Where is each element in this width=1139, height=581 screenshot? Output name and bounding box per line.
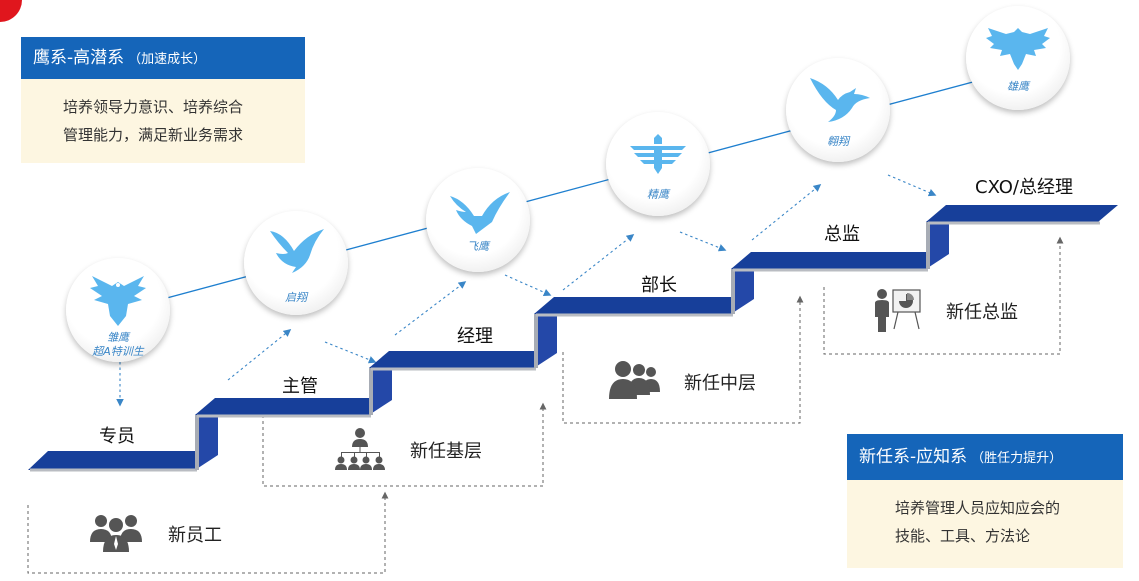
- badge-mighty: 雄鹰: [966, 6, 1070, 110]
- badge-eaglet-sublabel: 超A特训生: [92, 345, 144, 358]
- badge-flying-label: 飞鹰: [467, 240, 489, 253]
- callout-new-manager-subtitle: （胜任力提升）: [971, 451, 1063, 466]
- step-label-specialist: 专员: [99, 426, 135, 447]
- presentation-icon: [875, 289, 921, 332]
- group-label-new-director: 新任总监: [946, 302, 1018, 323]
- callout-eagle-track: 鹰系-高潜系（加速成长） 培养领导力意识、培养综合 管理能力，满足新业务需求: [21, 37, 305, 163]
- stair-step-director: [731, 252, 946, 269]
- badge-elite-label: 精鹰: [647, 188, 669, 201]
- new-employee-group-icon: [90, 515, 142, 552]
- group-label-new-base: 新任基层: [410, 441, 482, 462]
- eagle-emblem-icon: [630, 134, 686, 174]
- badge-soaring: 翱翔: [786, 58, 890, 162]
- eagle-flying-icon: [450, 192, 510, 234]
- badge-flying: 飞鹰: [426, 168, 530, 272]
- badge-soaring-label: 翱翔: [827, 135, 849, 148]
- eagle-spread-icon: [90, 276, 146, 326]
- eagle-heraldic-icon: [986, 28, 1050, 70]
- callout-eagle-title: 鹰系-高潜系: [33, 48, 125, 68]
- callout-new-manager-title: 新任系-应知系: [859, 447, 968, 467]
- callout-eagle-line: 培养领导力意识、培养综合: [63, 98, 244, 116]
- badge-eaglet: 雏鹰 超A特训生: [66, 258, 170, 362]
- staircase: [28, 205, 1118, 472]
- step-label-manager: 经理: [457, 326, 493, 347]
- callout-eagle-line: 管理能力，满足新业务需求: [63, 126, 244, 144]
- callout-new-manager-track: 新任系-应知系（胜任力提升） 培养管理人员应知应会的 技能、工具、方法论: [847, 434, 1123, 568]
- callout-eagle-body: 培养领导力意识、培养综合 管理能力，满足新业务需求: [21, 79, 305, 163]
- badge-eaglet-label: 雏鹰: [107, 331, 129, 344]
- eagle-soaring-icon: [270, 229, 324, 273]
- stair-step-cxo: [926, 205, 1118, 222]
- group-label-new-middle: 新任中层: [684, 373, 756, 394]
- stair-step-specialist: [28, 451, 215, 470]
- callout-new-manager-body: 培养管理人员应知应会的 技能、工具、方法论: [847, 480, 1123, 568]
- team-icon: [609, 361, 660, 399]
- stair-step-supervisor: [195, 398, 389, 415]
- callout-new-manager-line: 技能、工具、方法论: [895, 527, 1031, 545]
- stair-step-manager: [369, 351, 554, 368]
- badge-rising: 启翔: [244, 211, 348, 315]
- group-label-new-employee: 新员工: [168, 525, 222, 546]
- eagle-gliding-icon: [810, 78, 870, 122]
- progression-arrows: [116, 174, 937, 407]
- badge-elite: 精鹰: [606, 112, 710, 216]
- org-chart-icon: [335, 428, 385, 470]
- callout-new-manager-header: 新任系-应知系（胜任力提升）: [847, 434, 1123, 480]
- step-label-cxo: CXO/总经理: [975, 177, 1073, 198]
- badge-mighty-label: 雄鹰: [1007, 80, 1029, 93]
- group-brackets: [27, 236, 1064, 574]
- callout-eagle-subtitle: （加速成长）: [128, 52, 207, 67]
- step-label-supervisor: 主管: [282, 376, 318, 397]
- badge-rising-label: 启翔: [285, 291, 307, 304]
- step-label-minister: 部长: [641, 275, 677, 296]
- callout-eagle-header: 鹰系-高潜系（加速成长）: [21, 37, 305, 79]
- callout-new-manager-line: 培养管理人员应知应会的: [895, 499, 1061, 517]
- stair-step-minister: [534, 297, 751, 314]
- step-label-director: 总监: [824, 224, 860, 245]
